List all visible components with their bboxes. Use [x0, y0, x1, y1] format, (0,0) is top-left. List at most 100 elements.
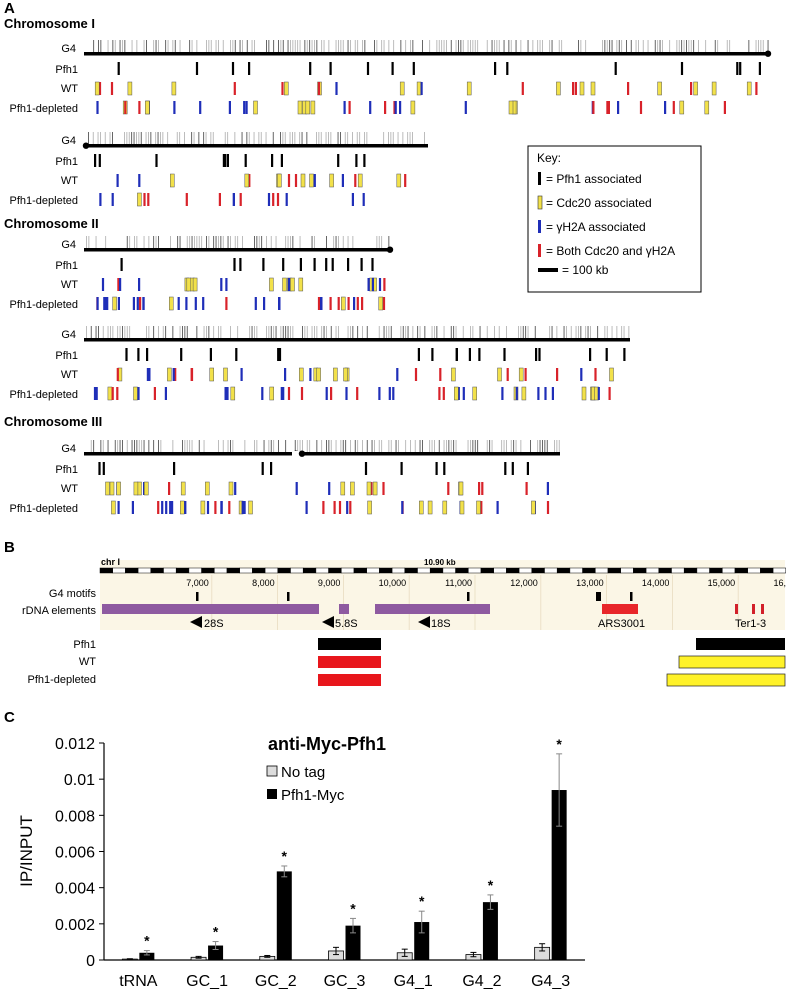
scale-segment — [379, 567, 393, 574]
g4-motif-tick — [301, 132, 303, 145]
pfh1-mark — [98, 154, 101, 167]
g4-motif-tick — [486, 326, 488, 339]
pfh1-mark — [94, 154, 97, 167]
row-label-g4: G4 — [61, 443, 76, 455]
scale-segment — [239, 567, 253, 574]
g4-motif-tick — [191, 40, 193, 53]
depleted-mark — [164, 387, 167, 400]
g4-motif-tick — [537, 40, 539, 53]
g4-motif-tick — [431, 326, 433, 339]
g4-motif-tick — [422, 40, 423, 53]
depleted-mark — [185, 193, 188, 206]
g4-motif-tick — [374, 40, 375, 53]
rdna-18s — [375, 604, 490, 614]
g4-motif-tick — [129, 326, 131, 339]
g4-motif-tick — [347, 40, 349, 53]
pfh1-mark — [180, 348, 183, 361]
key-item: = Cdc20 associated — [546, 196, 652, 210]
wt-mark — [240, 368, 243, 381]
g4-motif-tick — [314, 236, 315, 249]
g4-motif-tick — [309, 440, 311, 453]
g4-motif-tick — [398, 440, 399, 453]
g4-motif-tick — [292, 326, 294, 339]
pfh1-mark — [538, 348, 541, 361]
g4-motif-tick — [306, 440, 308, 453]
pfh1-mark — [337, 154, 340, 167]
g4-motif-tick — [198, 236, 200, 249]
depleted-mark — [225, 297, 228, 310]
g4-motif-tick — [506, 326, 507, 339]
g4-motif-tick — [417, 326, 419, 339]
depleted-mark — [704, 100, 710, 115]
wt-mark — [627, 82, 630, 95]
g4-motif-tick — [165, 326, 167, 339]
g4-motif-tick — [92, 132, 94, 145]
g4-motif-tick — [510, 40, 512, 53]
depleted-mark — [382, 297, 386, 310]
tick-label: 11,000 — [445, 578, 472, 588]
g4-motif-tick — [352, 132, 353, 145]
g4-motif-tick — [304, 326, 306, 339]
scale-segment — [722, 567, 736, 574]
legend-swatch-no-tag — [266, 765, 278, 777]
depleted-mark — [143, 193, 146, 206]
g4-motif-tick — [198, 132, 200, 145]
wt-mark — [556, 81, 561, 96]
depleted-mark — [338, 501, 342, 514]
depleted-mark — [320, 297, 323, 310]
wt-mark — [382, 482, 385, 495]
pfh1-mark — [371, 258, 374, 271]
g4-motif-tick — [357, 440, 359, 453]
g4-motif-tick — [453, 326, 455, 339]
g4-motif-tick — [158, 40, 159, 53]
g4-motif-tick — [140, 132, 142, 145]
g4-motif-tick — [450, 326, 452, 339]
scale-segment — [620, 567, 634, 574]
g4-motif-tick — [112, 132, 113, 145]
scale-segment — [150, 567, 164, 574]
pfh1-mark — [262, 258, 265, 271]
g4-motif-tick — [611, 326, 613, 339]
g4-motif-tick — [410, 40, 411, 53]
g4-motif-tick — [251, 40, 253, 53]
g4-motif-tick — [184, 132, 185, 145]
pfh1-mark — [248, 62, 251, 75]
pfh1-mark — [412, 62, 415, 75]
depleted-mark — [353, 297, 356, 310]
g4-motif-tick — [285, 440, 287, 453]
g4-motif-tick — [758, 40, 759, 53]
g4-motif-tick — [172, 40, 174, 53]
g4-motif-tick — [256, 440, 258, 453]
g4-motif-tick — [647, 40, 649, 53]
row-label-depleted: Pfh1-depleted — [10, 503, 79, 515]
depleted-mark — [608, 387, 611, 400]
g4-motif — [630, 592, 633, 601]
g4-motif-tick — [290, 326, 291, 339]
g4-motif-tick — [297, 40, 299, 53]
wt-mark — [399, 81, 405, 96]
depleted-mark — [261, 387, 264, 400]
pfh1-mark — [623, 348, 626, 361]
g4-motif-tick — [258, 132, 260, 145]
wt-mark — [105, 481, 110, 496]
g4-motif-tick — [381, 440, 383, 453]
g4-motif-tick — [508, 40, 510, 53]
g4-motif-tick — [105, 236, 107, 249]
g4-motif-tick — [609, 40, 611, 53]
depleted-mark — [496, 501, 499, 514]
g4-motif-tick — [374, 440, 375, 453]
depleted-mark — [679, 100, 685, 115]
g4-motif-tick — [479, 326, 481, 339]
g4-motif-tick — [198, 440, 200, 453]
g4-motif-tick — [366, 132, 368, 145]
direction-arrow — [322, 616, 334, 628]
g4-motif-tick — [222, 440, 224, 453]
scale-segment — [734, 567, 748, 574]
row-label-pfh1: Pfh1 — [55, 464, 78, 476]
wt-mark — [170, 173, 175, 188]
wt-mark — [521, 82, 524, 95]
g4-motif-tick — [400, 326, 402, 339]
bar-chart: anti-Myc-Pfh1 IP/INPUT 00.0020.0040.0060… — [17, 734, 585, 990]
scale-segment — [277, 567, 291, 574]
